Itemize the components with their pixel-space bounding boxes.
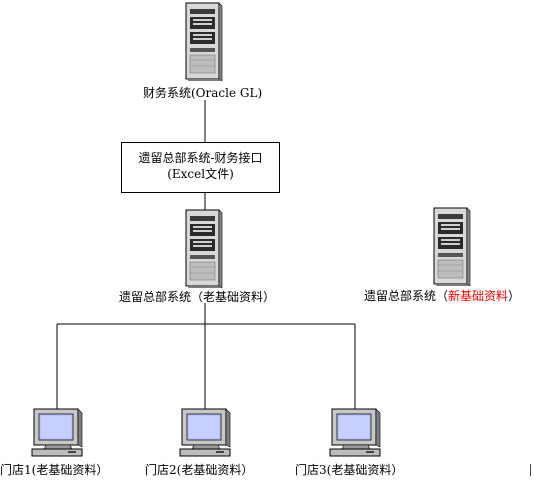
store1-computer-icon	[31, 408, 83, 457]
edge-divider	[530, 464, 531, 476]
legacy-hq-server-icon	[185, 209, 223, 289]
finance-server-icon	[185, 2, 223, 82]
finance-system-label: 财务系统(Oracle GL)	[143, 86, 263, 100]
new-hq-server-icon	[433, 207, 471, 287]
interface-title: 遗留总部系统-财务接口	[138, 151, 263, 165]
store2-computer-icon	[179, 408, 231, 457]
store1-label: 门店1(老基础资料）	[0, 463, 109, 477]
store3-label: 门店3(老基础资料）	[295, 463, 404, 477]
store3-computer-icon	[329, 408, 381, 457]
interface-subtitle: (Excel文件)	[167, 167, 234, 181]
new-hq-label-suffix: ）	[508, 289, 521, 303]
legacy-hq-label: 遗留总部系统（老基础资料）	[119, 290, 276, 304]
interface-box: 遗留总部系统-财务接口 (Excel文件)	[121, 142, 280, 193]
new-hq-label-prefix: 遗留总部系统（	[364, 289, 449, 303]
store2-label: 门店2(老基础资料）	[145, 463, 254, 477]
new-hq-label: 遗留总部系统（新基础资料）	[364, 289, 520, 303]
new-hq-label-highlight: 新基础资料	[448, 289, 509, 303]
